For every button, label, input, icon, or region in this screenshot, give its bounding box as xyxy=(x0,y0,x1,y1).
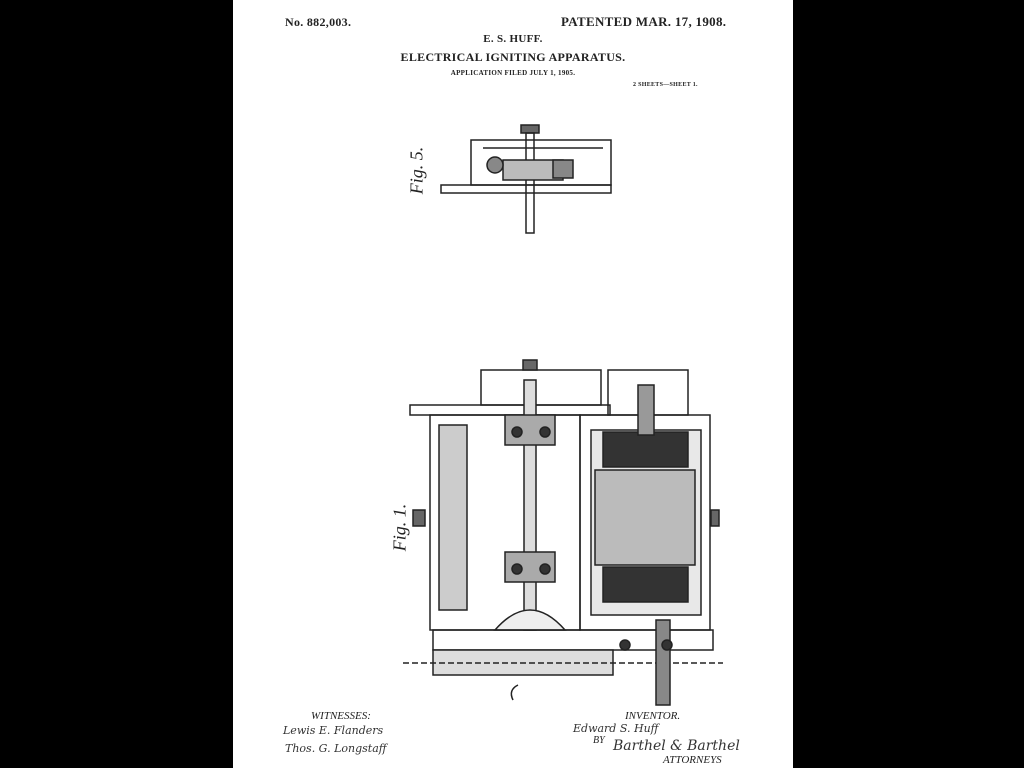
figure-1-label: Fig. 1. xyxy=(389,503,410,552)
witness-signature-2: Thos. G. Longstaff xyxy=(285,742,387,755)
figure-1-drawing xyxy=(403,359,723,706)
patent-title: ELECTRICAL IGNITING APPARATUS. xyxy=(400,50,626,64)
inventor-label: INVENTOR. xyxy=(625,710,681,722)
by-label: BY xyxy=(593,735,605,746)
inventor-signature: Edward S. Huff xyxy=(573,722,659,735)
witness-signature-1: Lewis E. Flanders xyxy=(283,724,384,737)
attorney-signature: Barthel & Barthel xyxy=(613,738,740,754)
patent-number: No. 882,003. xyxy=(285,15,352,29)
technical-drawing xyxy=(403,124,723,706)
figure-5-label: Fig. 5. xyxy=(406,146,427,195)
sheet-count: 2 SHEETS—SHEET 1. xyxy=(633,82,698,88)
inventor-name: E. S. HUFF. xyxy=(483,33,543,45)
application-filed: APPLICATION FILED JULY 1, 1905. xyxy=(450,69,576,77)
attorneys-label: ATTORNEYS xyxy=(663,754,722,766)
figure-5-drawing xyxy=(440,124,612,234)
patent-date: PATENTED MAR. 17, 1908. xyxy=(561,14,727,29)
witnesses-label: WITNESSES: xyxy=(311,710,371,722)
patent-sheet: No. 882,003. PATENTED MAR. 17, 1908. E. … xyxy=(233,0,793,768)
